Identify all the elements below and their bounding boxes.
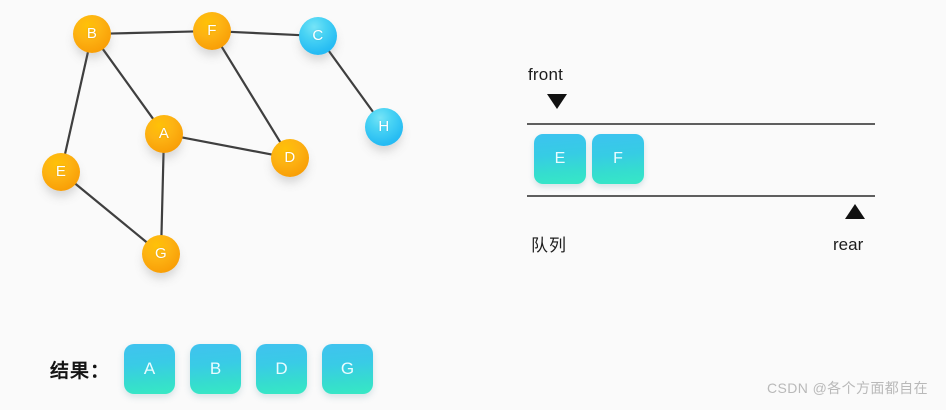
graph-node-label: E xyxy=(55,163,67,180)
graph-edge-f-c xyxy=(227,30,303,37)
queue-caption: 队列 xyxy=(531,236,567,255)
result-panel: 结果： A B D G xyxy=(50,344,374,394)
graph-edge-f-d xyxy=(219,44,283,145)
result-cell-label: D xyxy=(275,359,288,378)
result-cell-label: G xyxy=(340,359,355,378)
result-cell[interactable]: D xyxy=(256,344,308,394)
graph-node-h[interactable]: H xyxy=(365,108,403,146)
graph-node-label: D xyxy=(284,149,296,166)
rear-pointer-arrow-icon xyxy=(845,204,865,219)
graph-node-label: B xyxy=(86,25,98,42)
graph-node-label: A xyxy=(158,125,170,142)
graph-edge-a-d xyxy=(179,136,275,156)
queue-cell-label: F xyxy=(613,150,623,167)
queue-cell-label: E xyxy=(554,150,566,167)
result-cell[interactable]: G xyxy=(322,344,374,394)
graph-edge-e-g xyxy=(73,181,149,245)
queue-front-label: front xyxy=(528,65,564,84)
graph-node-f[interactable]: F xyxy=(193,12,231,50)
graph-node-b[interactable]: B xyxy=(73,15,111,53)
graph-node-label: F xyxy=(207,22,217,39)
result-cell-label: A xyxy=(143,359,156,378)
graph-node-c[interactable]: C xyxy=(299,17,337,55)
queue-rail-top xyxy=(527,123,875,125)
graph-node-label: G xyxy=(155,245,167,262)
graph-node-label: H xyxy=(378,118,390,135)
graph-edge-layer xyxy=(63,30,376,245)
queue-cell[interactable]: F xyxy=(592,134,644,184)
watermark: CSDN @各个方面都自在 xyxy=(767,380,928,396)
result-cell[interactable]: A xyxy=(124,344,176,394)
queue-cell[interactable]: E xyxy=(534,134,586,184)
graph-node-e[interactable]: E xyxy=(42,153,80,191)
graph-edge-c-h xyxy=(326,48,376,115)
graph-node-g[interactable]: G xyxy=(142,235,180,273)
front-pointer-arrow-icon xyxy=(547,94,567,109)
graph-node-a[interactable]: A xyxy=(145,115,183,153)
graph-node-d[interactable]: D xyxy=(271,139,309,177)
graph-node-label: C xyxy=(312,27,324,44)
queue-rail-bottom xyxy=(527,195,875,197)
graph-edge-b-e xyxy=(63,49,90,157)
result-cell[interactable]: B xyxy=(190,344,242,394)
graph-panel: A B C D E F G H xyxy=(0,0,470,300)
graph-edge-b-a xyxy=(100,46,156,122)
result-label: 结果： xyxy=(50,360,111,382)
graph-edge-a-g xyxy=(160,149,165,239)
queue-rear-label: rear xyxy=(833,235,864,254)
graph-edge-b-f xyxy=(107,30,197,35)
result-cell-label: B xyxy=(209,359,222,378)
